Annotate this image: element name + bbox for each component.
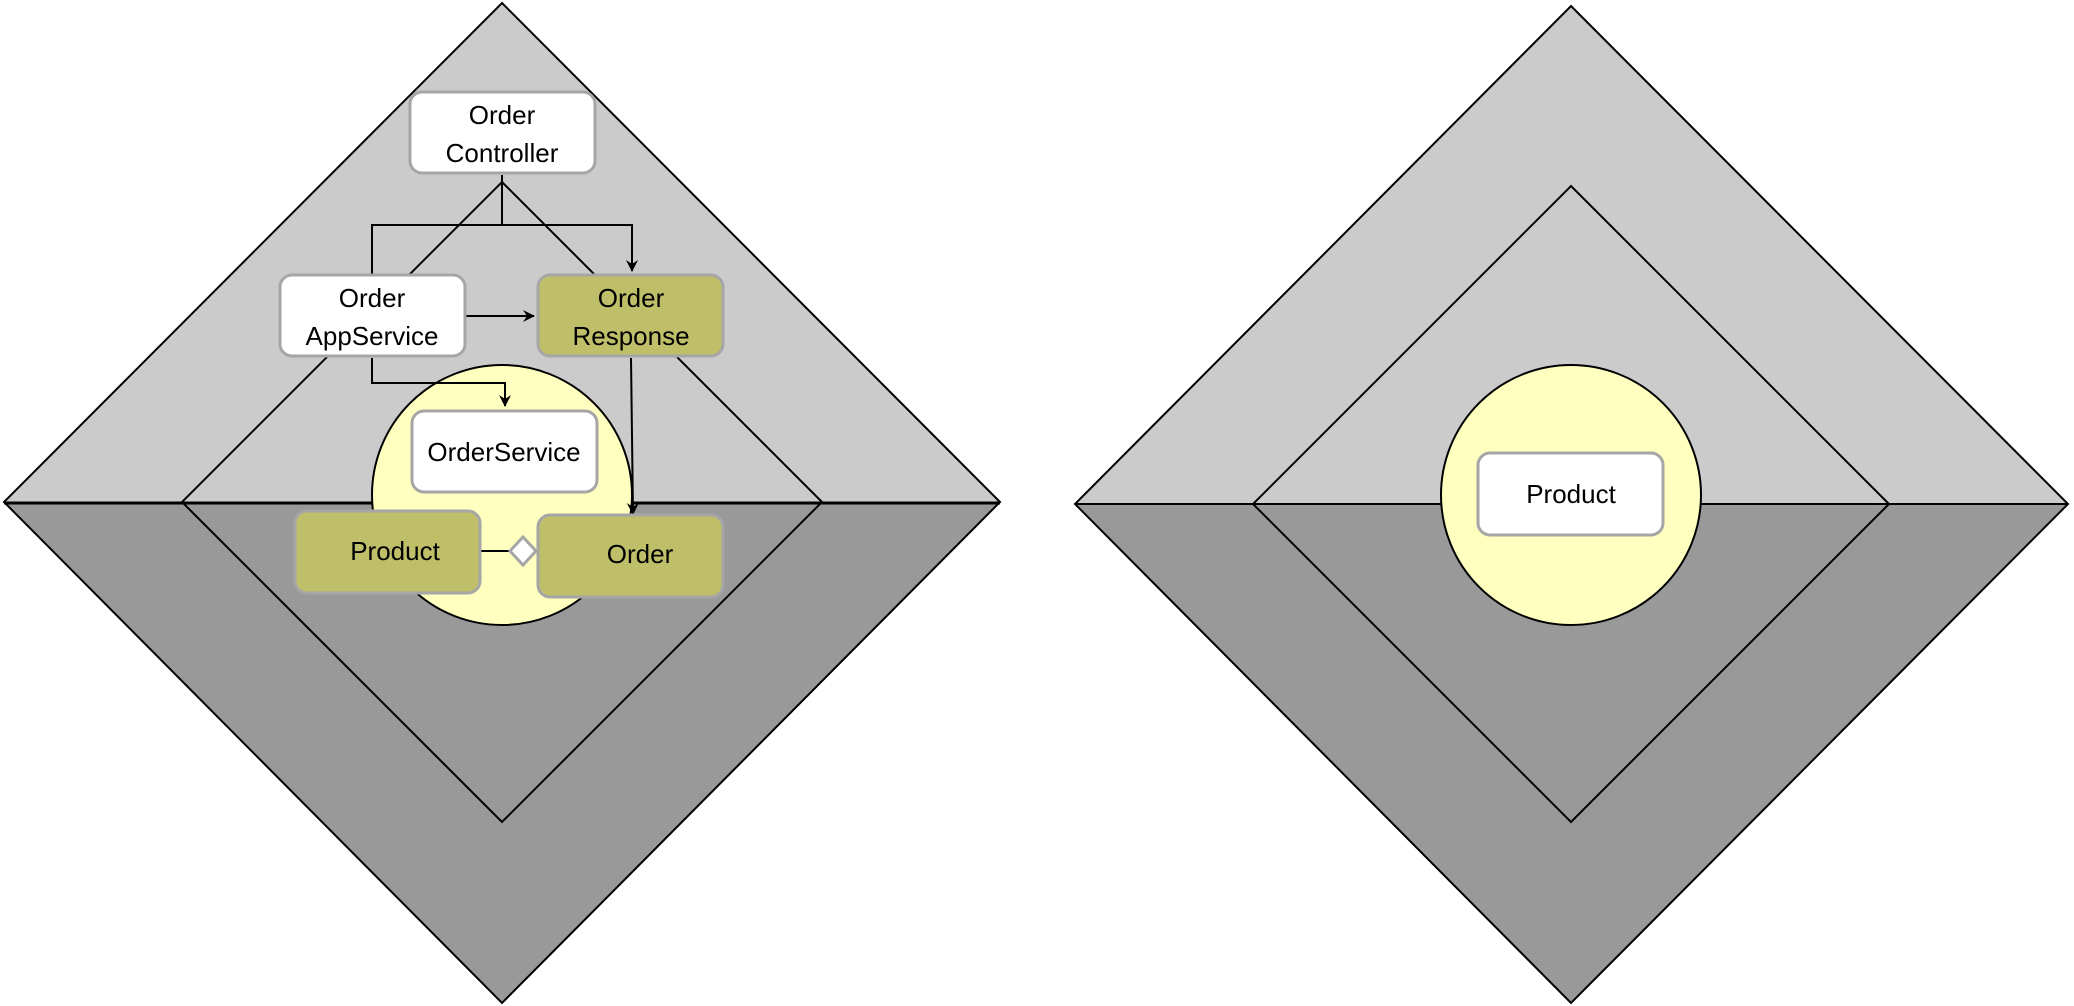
left-diagram: Order Controller Order AppService Order … (2, 1, 1002, 1005)
appservice-to-orderservice-arrow (371, 358, 511, 407)
controller-to-appservice-connector (371, 175, 503, 278)
order-response-label-line2: Response (572, 321, 689, 351)
order-label: Order (607, 539, 674, 569)
right-inner-diamond-outline (1251, 184, 1891, 824)
order-controller-box[interactable]: Order Controller (408, 90, 597, 175)
aggregation-diamond-icon (507, 534, 539, 568)
order-service-box[interactable]: OrderService (410, 409, 599, 494)
right-product-label: Product (1526, 479, 1616, 509)
left-product-label: Product (350, 536, 440, 566)
left-outer-upper-triangle (4, 3, 1000, 502)
order-appservice-label-line1: Order (339, 283, 406, 313)
right-outer-upper-triangle (1075, 6, 2068, 504)
order-response-label-line1: Order (598, 283, 665, 313)
order-service-label: OrderService (427, 437, 580, 467)
order-response-box[interactable]: Order Response (536, 273, 725, 358)
order-box[interactable]: Order (536, 513, 725, 599)
left-inner-diamond-outline (180, 180, 824, 824)
order-controller-label-line2: Controller (446, 138, 559, 168)
left-outer-lower-triangle (4, 502, 1000, 1003)
controller-to-response-arrow (502, 224, 638, 272)
order-appservice-box[interactable]: Order AppService (278, 273, 467, 358)
connectors (371, 175, 639, 552)
left-outer-diamond-outline (2, 1, 1002, 1005)
right-product-box[interactable]: Product (1476, 451, 1665, 537)
left-product-box[interactable]: Product (293, 509, 482, 595)
order-appservice-label-line2: AppService (306, 321, 439, 351)
order-controller-label-line1: Order (469, 100, 536, 130)
right-outer-lower-triangle (1075, 504, 2068, 1003)
response-to-order-arrow (626, 357, 639, 515)
right-outer-diamond-outline (1073, 4, 2070, 1005)
right-diagram: Product (1073, 4, 2070, 1005)
